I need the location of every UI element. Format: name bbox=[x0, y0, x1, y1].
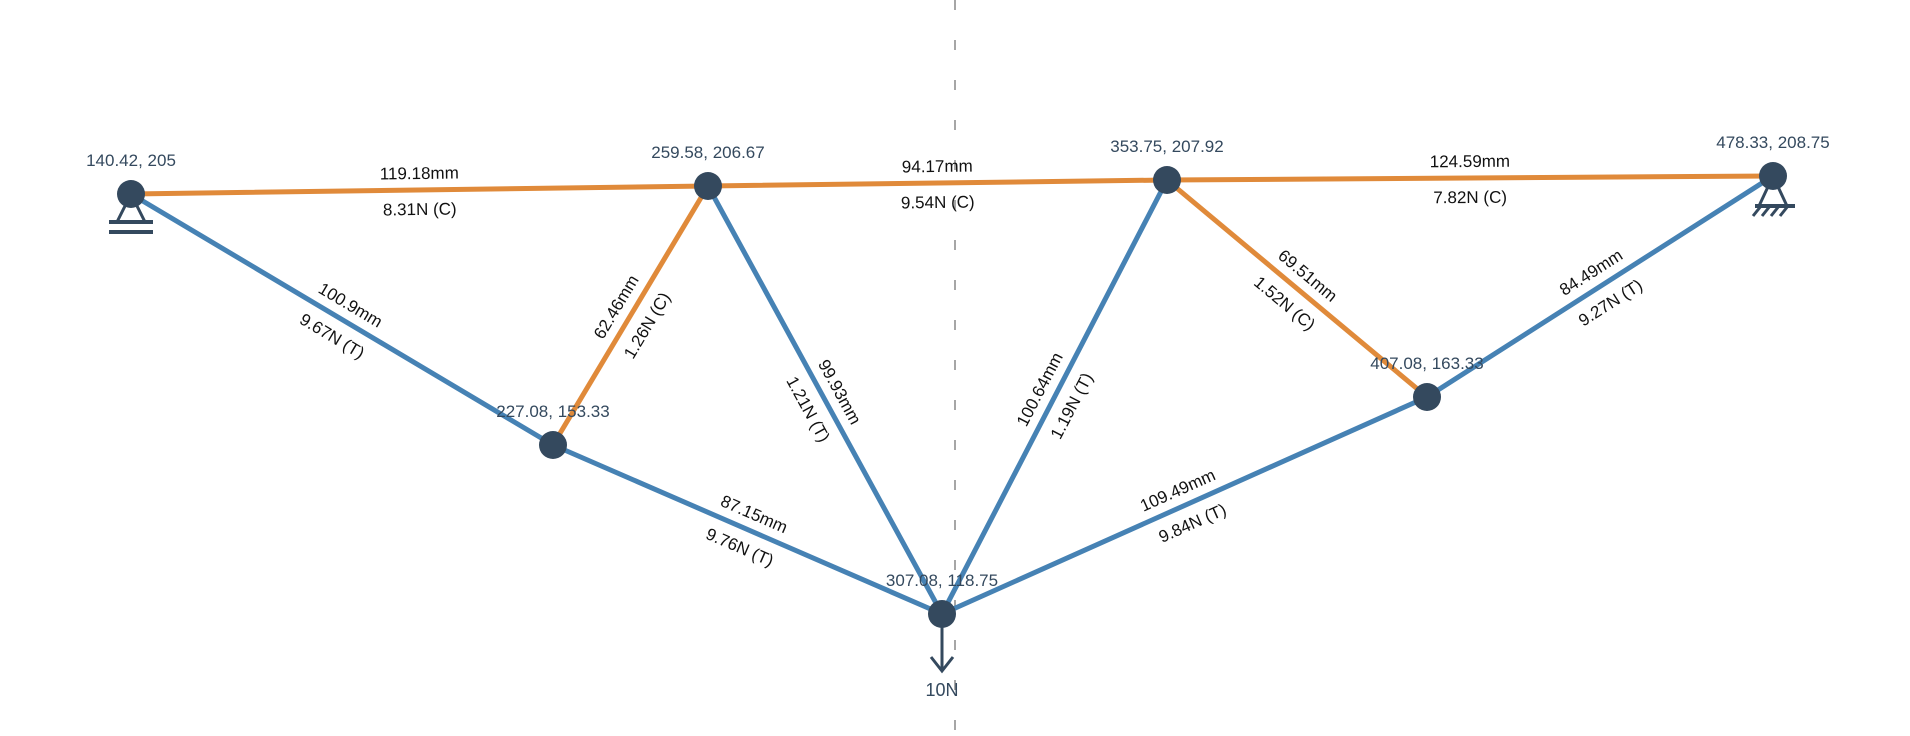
node-A[interactable] bbox=[117, 180, 145, 208]
member-length-label: 94.17mm bbox=[902, 157, 973, 177]
member-FG[interactable] bbox=[939, 394, 1430, 617]
member-force-label: 9.76N (T) bbox=[703, 524, 776, 570]
node-coordinate-label: 307.08, 118.75 bbox=[886, 571, 998, 590]
node-C[interactable] bbox=[1153, 166, 1181, 194]
load-label: 10N bbox=[925, 680, 958, 700]
node-G[interactable] bbox=[1413, 383, 1441, 411]
node-coordinate-label: 259.58, 206.67 bbox=[651, 143, 764, 162]
member-EB[interactable] bbox=[550, 183, 711, 448]
member-force-label: 8.31N (C) bbox=[383, 199, 457, 219]
member-AB[interactable] bbox=[128, 183, 711, 197]
member-CD[interactable] bbox=[1164, 173, 1776, 183]
member-force-label: 7.82N (C) bbox=[1433, 188, 1507, 207]
member-labels: 124.59mm 7.82N (C) bbox=[1430, 152, 1510, 208]
nodes-layer bbox=[117, 162, 1787, 628]
member-EF[interactable] bbox=[550, 442, 945, 617]
member-labels: 119.18mm 8.31N (C) bbox=[380, 163, 459, 219]
member-CG[interactable] bbox=[1164, 177, 1430, 400]
labels-layer: 119.18mm 8.31N (C) 94.17mm 9.54N (C) 124.59m… bbox=[86, 133, 1830, 590]
member-length-label: 119.18mm bbox=[380, 163, 459, 183]
member-labels: 94.17mm 9.54N (C) bbox=[901, 157, 975, 213]
member-BC[interactable] bbox=[705, 177, 1170, 189]
member-GD[interactable] bbox=[1424, 173, 1776, 400]
node-coordinate-label: 353.75, 207.92 bbox=[1110, 137, 1223, 156]
supports-layer bbox=[109, 172, 1795, 234]
node-B[interactable] bbox=[694, 172, 722, 200]
pin-support-icon bbox=[109, 190, 153, 234]
member-force-label: 9.54N (C) bbox=[901, 193, 975, 213]
node-coordinate-label: 140.42, 205 bbox=[86, 151, 176, 170]
member-length-label: 124.59mm bbox=[1430, 152, 1510, 172]
node-D[interactable] bbox=[1759, 162, 1787, 190]
member-AE[interactable] bbox=[128, 191, 556, 448]
members-layer bbox=[128, 173, 1776, 617]
member-FC[interactable] bbox=[939, 177, 1170, 617]
node-F[interactable] bbox=[928, 600, 956, 628]
node-coordinate-label: 407.08, 163.33 bbox=[1370, 354, 1483, 373]
node-coordinate-label: 227.08, 153.33 bbox=[496, 402, 609, 421]
roller-support-icon bbox=[1751, 172, 1795, 217]
member-force-label: 9.84N (T) bbox=[1156, 500, 1229, 547]
node-coordinate-label: 478.33, 208.75 bbox=[1716, 133, 1829, 152]
node-E[interactable] bbox=[539, 431, 567, 459]
member-BF[interactable] bbox=[705, 183, 945, 617]
